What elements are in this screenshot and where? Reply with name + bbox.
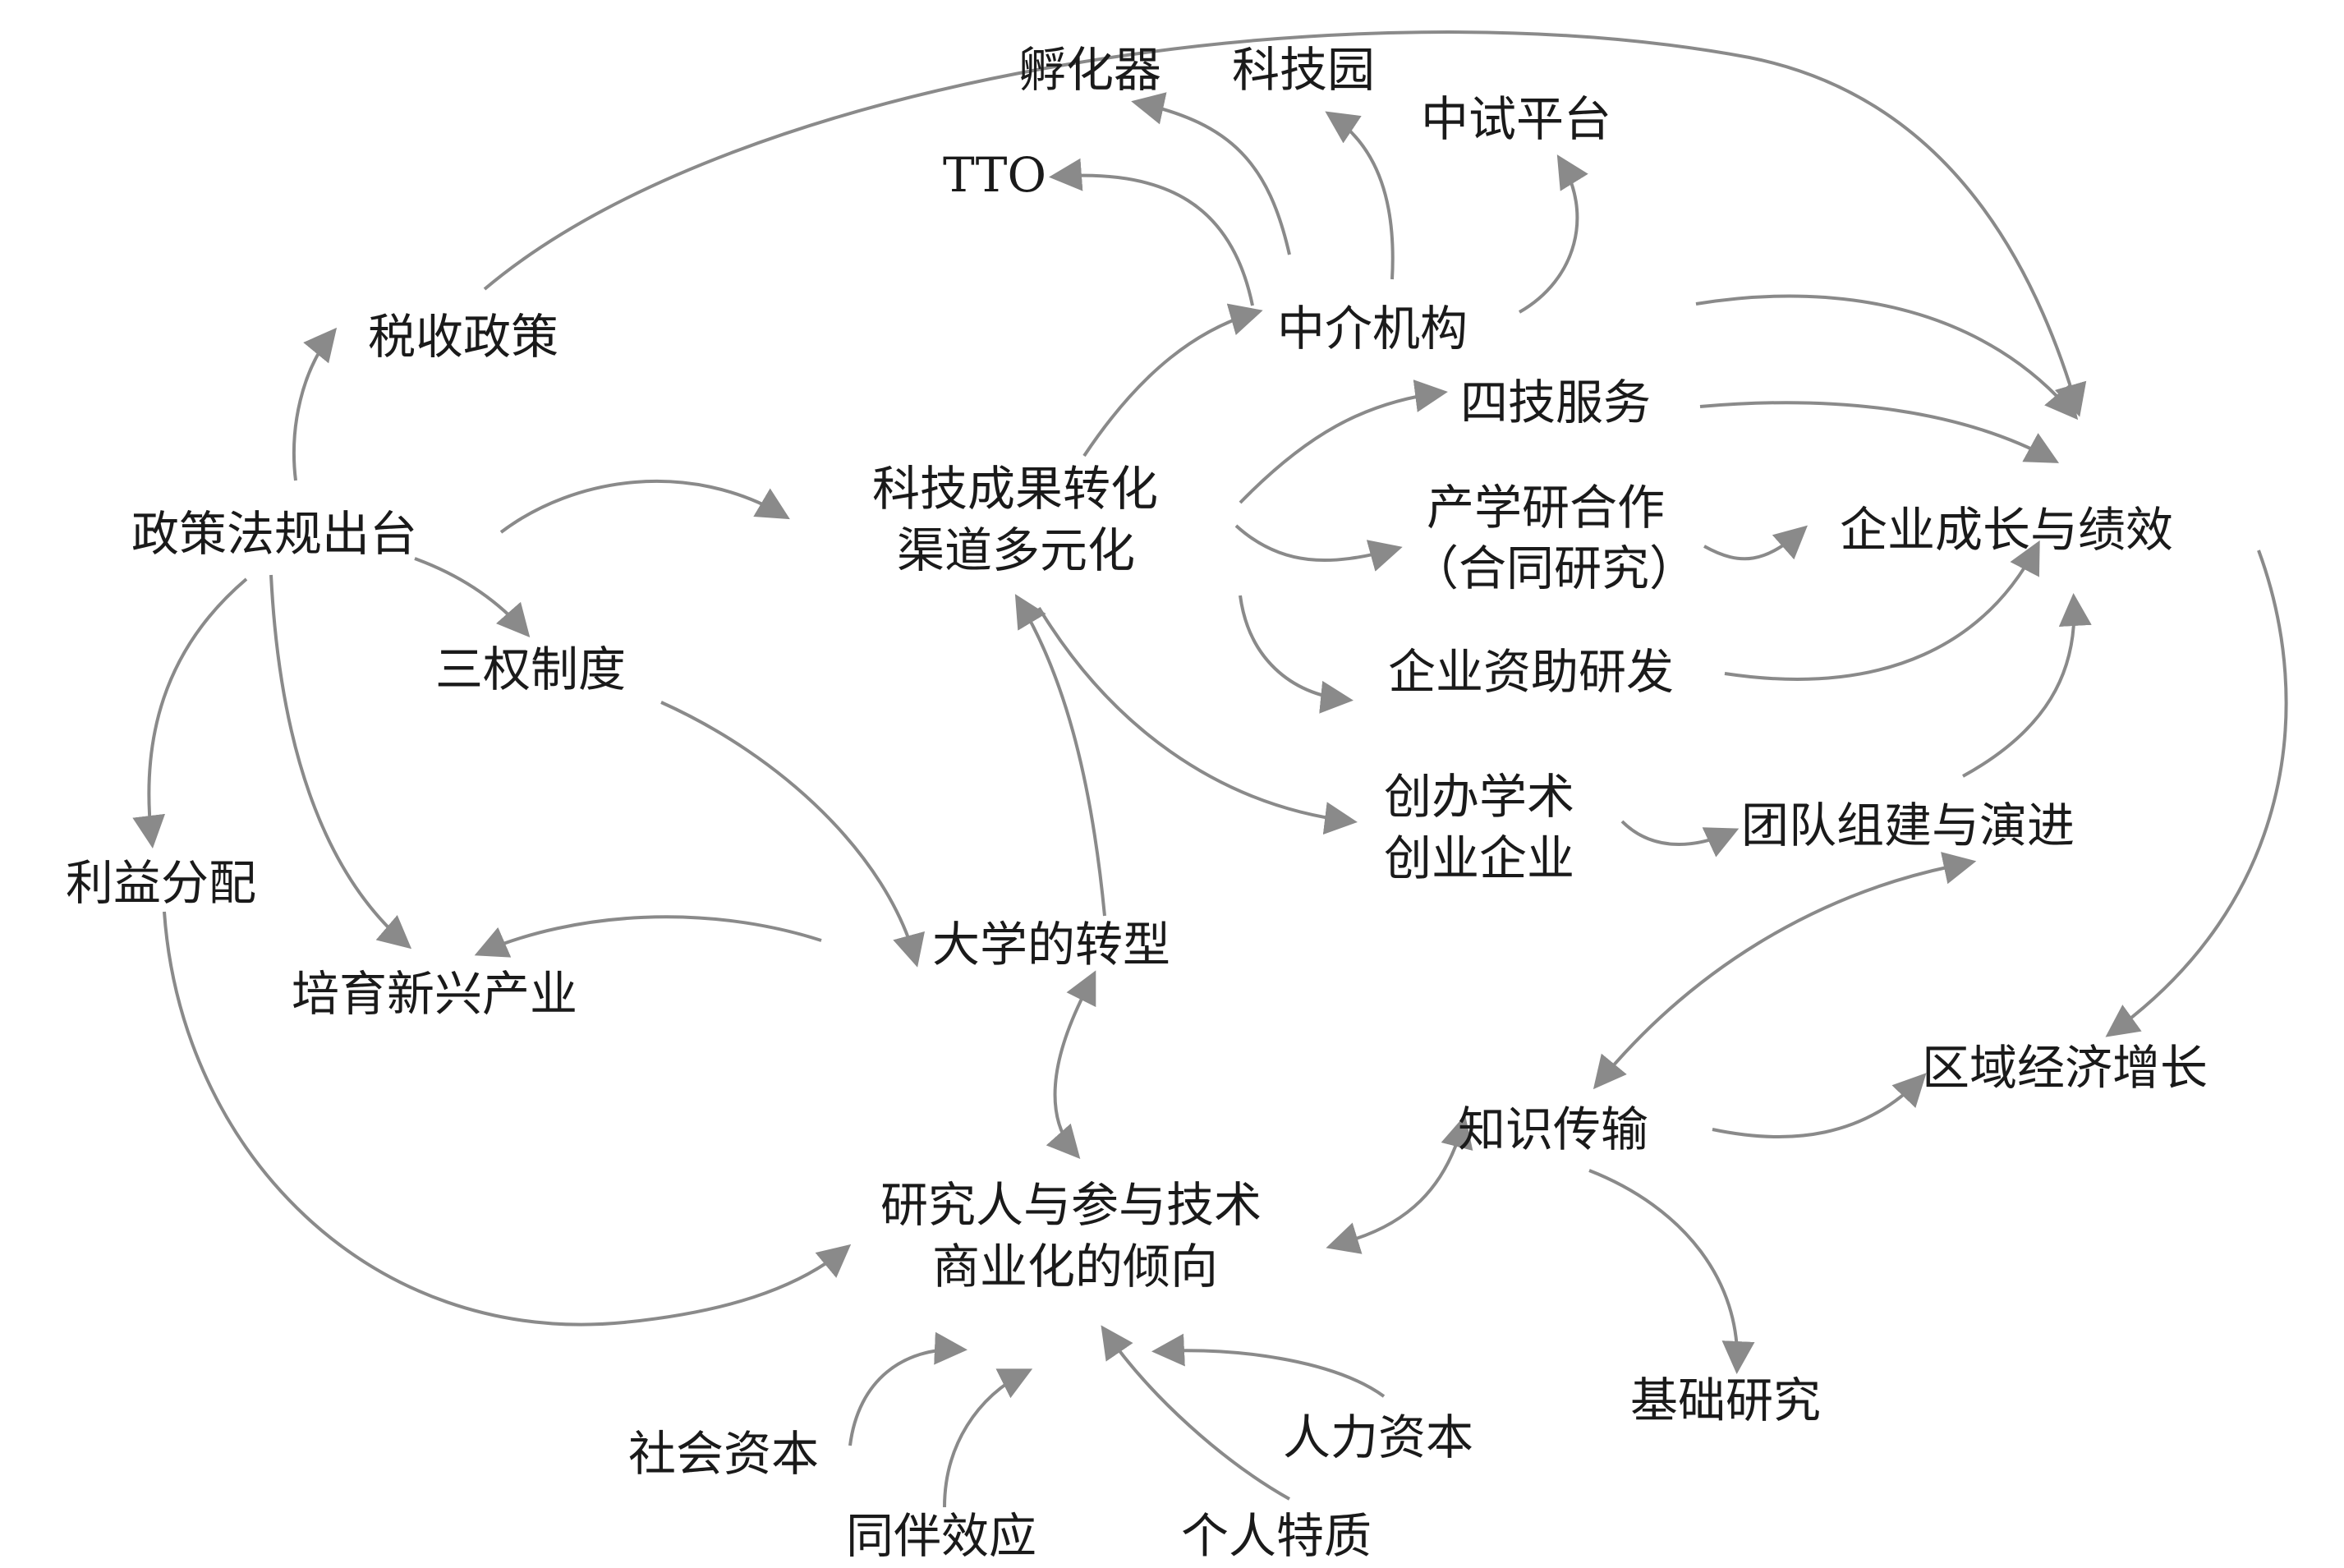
node-personal-traits: 个人特质 bbox=[1181, 1508, 1372, 1564]
edge-cooperation-to-enterprise-growth bbox=[1703, 525, 1808, 561]
edge-transfer-to-intermediary bbox=[1082, 303, 1263, 458]
node-university-transformation: 大学的转型 bbox=[932, 917, 1170, 973]
node-incubator: 孵化器 bbox=[1018, 42, 1161, 98]
edge-policy-to-three-rights bbox=[414, 557, 531, 638]
node-academic-spinoff-line-2: 创业企业 bbox=[1384, 830, 1574, 886]
edge-three-rights-to-university bbox=[660, 701, 925, 968]
edge-four-tech-to-enterprise-growth bbox=[1699, 401, 2060, 463]
edge-intermediary-to-incubator bbox=[1131, 92, 1291, 255]
node-policy-regulations: 政策法规出台 bbox=[131, 506, 417, 562]
node-intermediary: 中介机构 bbox=[1277, 301, 1468, 356]
edge-personal-traits-to-researcher bbox=[1101, 1325, 1290, 1501]
edge-transfer-to-spinoff bbox=[1037, 606, 1358, 835]
node-tax-policy: 税收政策 bbox=[368, 309, 558, 365]
edge-peer-effect-to-researcher bbox=[943, 1368, 1033, 1508]
edge-sponsored-rd-to-enterprise-growth bbox=[1724, 540, 2040, 681]
node-basic-research: 基础研究 bbox=[1630, 1373, 1821, 1428]
edge-policy-to-emerging-industry bbox=[269, 574, 412, 950]
node-enterprise-growth: 企业成长与绩效 bbox=[1840, 502, 2173, 558]
edge-knowledge-to-basic-research bbox=[1588, 1169, 1755, 1374]
edge-transfer-to-four-tech bbox=[1239, 379, 1448, 504]
edge-spinoff-to-team bbox=[1620, 820, 1740, 858]
edge-intermediary-to-pilot bbox=[1519, 154, 1588, 314]
edges bbox=[132, 30, 2288, 1508]
edge-enterprise-growth-to-regional bbox=[2105, 549, 2288, 1037]
node-tto: TTO bbox=[943, 147, 1046, 203]
edge-policy-to-transfer bbox=[499, 480, 790, 534]
edge-knowledge-to-regional bbox=[1712, 1073, 1927, 1139]
edge-policy-to-benefit bbox=[132, 577, 248, 848]
node-sponsored-rd: 企业资助研发 bbox=[1388, 644, 1674, 700]
node-regional-growth: 区域经济增长 bbox=[1922, 1040, 2208, 1096]
edge-knowledge-researcher-bidirectional bbox=[1326, 1115, 1473, 1254]
node-academic-spinoff: 创办学术 创业企业 bbox=[1384, 769, 1574, 886]
node-four-tech-services: 四技服务 bbox=[1460, 375, 1651, 430]
edge-intermediary-to-tto bbox=[1049, 158, 1254, 306]
node-human-capital: 人力资本 bbox=[1283, 1409, 1473, 1465]
node-transfer-channels-line-1: 科技成果转化 bbox=[872, 461, 1158, 517]
node-industry-cooperation-line-2: （合同研究） bbox=[1411, 540, 1697, 596]
node-benefit-distribution: 利益分配 bbox=[66, 855, 256, 911]
edge-team-to-enterprise-growth bbox=[1962, 593, 2092, 778]
edge-team-knowledge-bidirectional bbox=[1593, 852, 1977, 1090]
node-industry-cooperation-line-1: 产学研合作 bbox=[1427, 480, 1665, 536]
edge-intermediary-to-enterprise-growth bbox=[1695, 294, 2079, 421]
node-industry-cooperation: 产学研合作 （合同研究） bbox=[1411, 480, 1697, 596]
node-pilot-platform: 中试平台 bbox=[1421, 91, 1611, 147]
nodes: 孵化器 科技园 中试平台 TTO 中介机构 税收政策 四技服务 政策法规出台 科… bbox=[66, 42, 2208, 1564]
node-academic-spinoff-line-1: 创办学术 bbox=[1384, 769, 1574, 825]
edge-transfer-to-sponsored-rd bbox=[1239, 595, 1354, 714]
node-three-rights: 三权制度 bbox=[435, 641, 626, 697]
edge-tax-to-enterprise-growth bbox=[483, 30, 2087, 417]
node-researcher-tendency-line-1: 研究人与参与技术 bbox=[880, 1177, 1262, 1233]
node-science-park: 科技园 bbox=[1232, 42, 1375, 98]
node-knowledge-transfer: 知识传输 bbox=[1458, 1101, 1648, 1157]
edge-transfer-to-cooperation bbox=[1234, 524, 1403, 572]
node-emerging-industry: 培育新兴产业 bbox=[292, 966, 577, 1022]
node-peer-effect: 同伴效应 bbox=[846, 1508, 1036, 1564]
edge-policy-to-tax bbox=[292, 327, 338, 481]
edge-human-capital-to-researcher bbox=[1151, 1333, 1386, 1398]
node-researcher-tendency-line-2: 商业化的倾向 bbox=[932, 1239, 1218, 1294]
edge-benefit-to-researcher bbox=[163, 911, 852, 1327]
edge-university-researcher-bidirectional bbox=[1046, 970, 1096, 1159]
node-transfer-channels: 科技成果转化 渠道多元化 bbox=[872, 461, 1158, 578]
edge-university-to-emerging-industry bbox=[474, 915, 822, 958]
edge-intermediary-to-science-park bbox=[1325, 111, 1395, 280]
edge-university-to-transfer bbox=[1014, 594, 1106, 917]
node-researcher-tendency: 研究人与参与技术 商业化的倾向 bbox=[880, 1177, 1262, 1294]
node-transfer-channels-line-2: 渠道多元化 bbox=[897, 522, 1135, 578]
node-team-formation: 团队组建与演进 bbox=[1741, 798, 2075, 853]
edge-social-capital-to-researcher bbox=[848, 1331, 967, 1446]
node-social-capital: 社会资本 bbox=[628, 1426, 819, 1482]
